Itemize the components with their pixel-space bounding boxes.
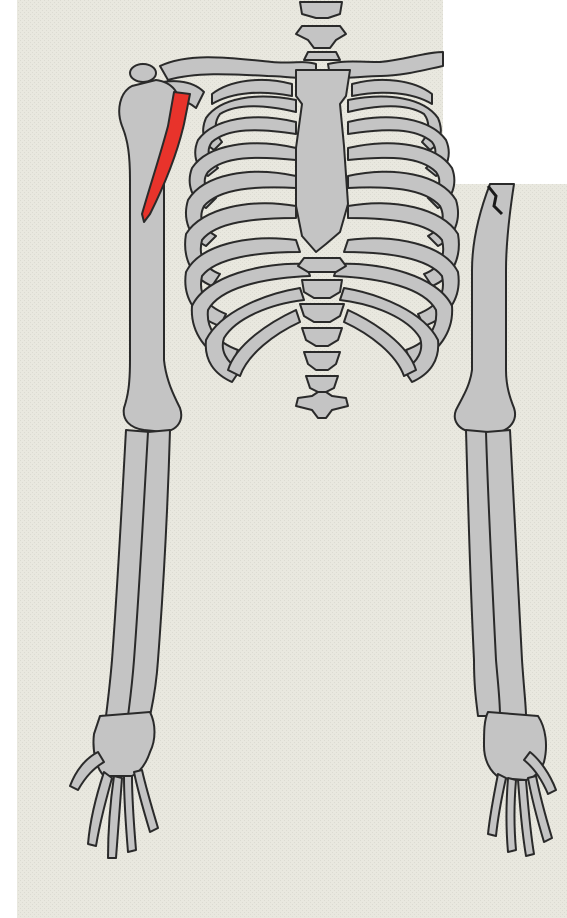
sternum — [296, 70, 350, 252]
acromion-left — [130, 64, 156, 82]
